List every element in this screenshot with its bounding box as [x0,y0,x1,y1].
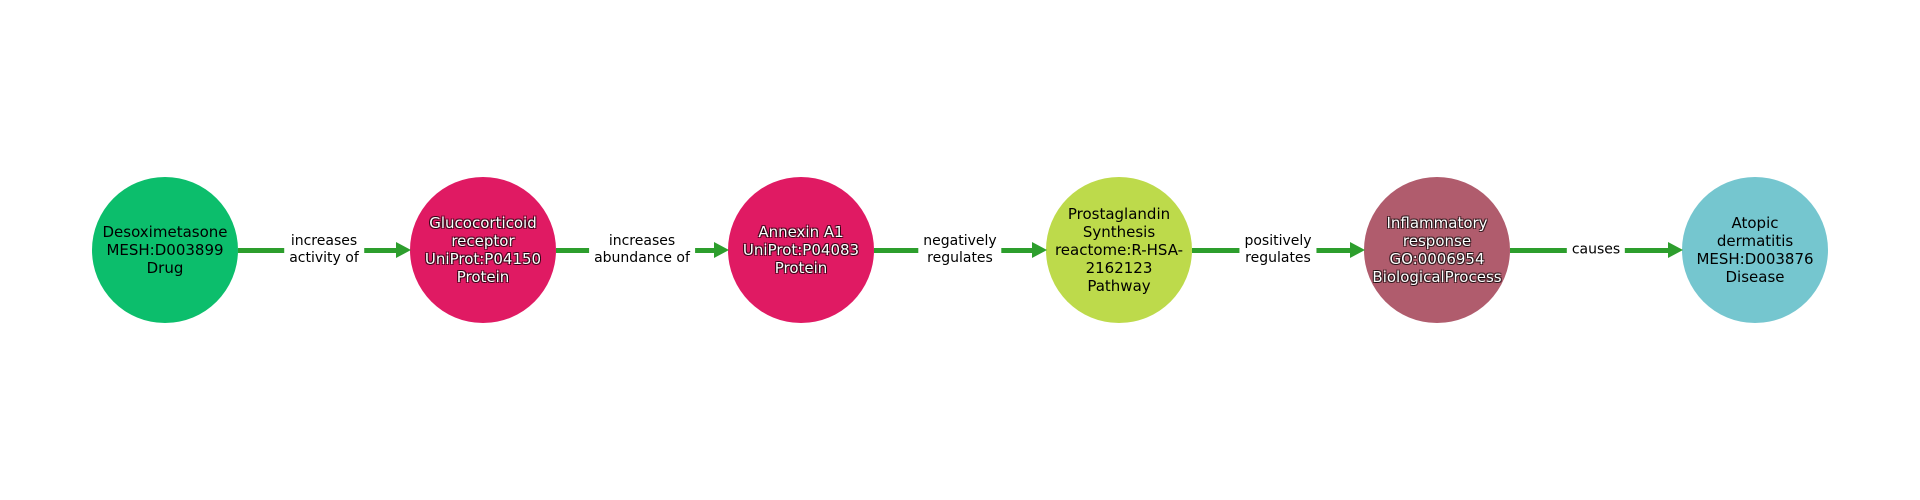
arrow-head-icon [1350,242,1365,258]
node-label-atopic-dermatitis: Atopic dermatitis MESH:D003876 Disease [1696,214,1814,286]
node-label-desoximetasone: Desoximetasone MESH:D003899 Drug [102,223,228,277]
node-glucocorticoid-receptor[interactable]: Glucocorticoid receptor UniProt:P04150 P… [410,177,556,323]
node-inflammatory-response[interactable]: Inflammatory response GO:0006954 Biologi… [1364,177,1510,323]
edge-label-positively-regulates: positively regulates [1239,230,1317,270]
arrow-head-icon [396,242,411,258]
edge-label-negatively-regulates: negatively regulates [918,230,1002,270]
arrow-head-icon [1032,242,1047,258]
node-annexin-a1[interactable]: Annexin A1 UniProt:P04083 Protein [728,177,874,323]
node-prostaglandin-synthesis[interactable]: Prostaglandin Synthesis reactome:R-HSA- … [1046,177,1192,323]
node-label-annexin-a1: Annexin A1 UniProt:P04083 Protein [742,223,860,277]
node-atopic-dermatitis[interactable]: Atopic dermatitis MESH:D003876 Disease [1682,177,1828,323]
arrow-head-icon [1668,242,1683,258]
node-desoximetasone[interactable]: Desoximetasone MESH:D003899 Drug [92,177,238,323]
node-label-inflammatory-response: Inflammatory response GO:0006954 Biologi… [1372,214,1502,286]
edge-label-increases-activity-of: increases activity of [284,230,364,270]
arrow-head-icon [714,242,729,258]
edge-label-increases-abundance-of: increases abundance of [589,230,695,270]
edge-label-causes: causes [1566,238,1626,262]
node-label-prostaglandin-synthesis: Prostaglandin Synthesis reactome:R-HSA- … [1054,205,1184,295]
node-label-glucocorticoid-receptor: Glucocorticoid receptor UniProt:P04150 P… [424,214,542,286]
